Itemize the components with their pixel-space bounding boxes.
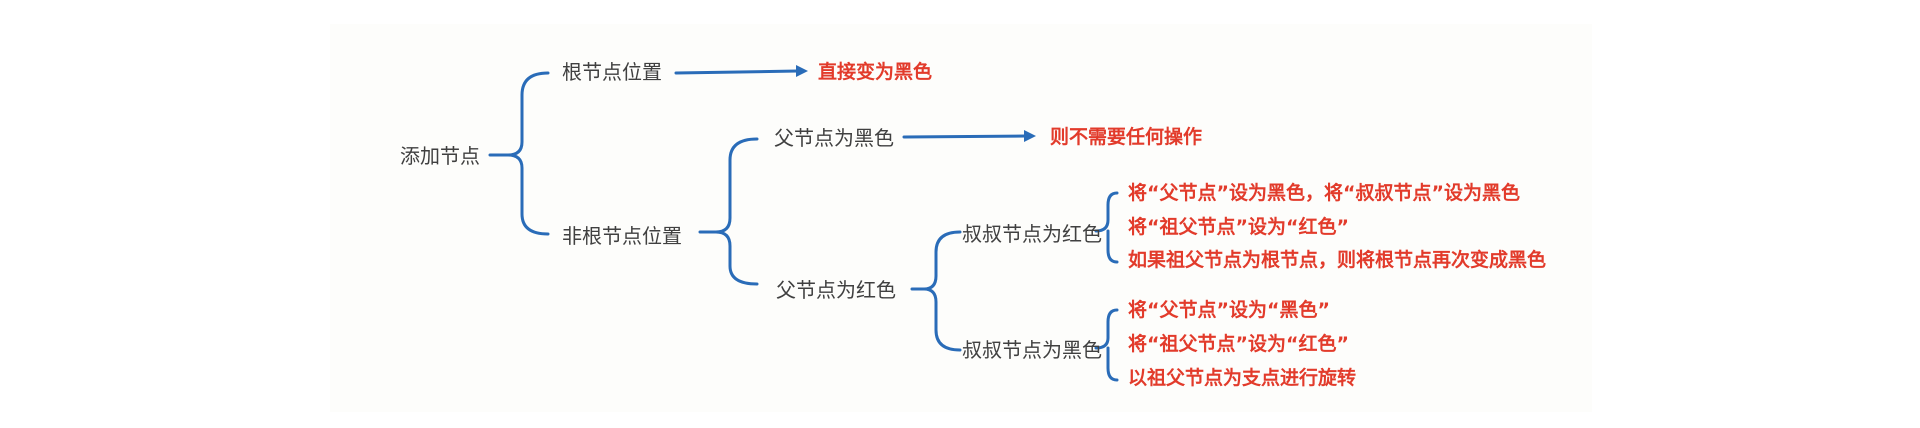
uncle-red-brace [1094, 191, 1119, 264]
parent-red-brace [910, 230, 962, 352]
root-action-arrow-line [674, 69, 800, 75]
action-uncle-red-1: 将“父节点”设为黑色，将“叔叔节点”设为黑色 [1128, 182, 1520, 204]
action-uncle-red-3: 如果祖父节点为根节点，则将根节点再次变成黑色 [1128, 249, 1547, 271]
action-uncle-red-2: 将“祖父节点”设为“红色” [1128, 216, 1349, 238]
node-root: 添加节点 [400, 144, 480, 168]
node-uncle-red: 叔叔节点为红色 [962, 222, 1102, 246]
node-root-position: 根节点位置 [562, 60, 662, 84]
node-non-root-position: 非根节点位置 [562, 224, 682, 248]
diagram-panel [330, 24, 1592, 412]
action-uncle-black-3: 以祖父节点为支点进行旋转 [1128, 367, 1357, 389]
node-uncle-black: 叔叔节点为黑色 [962, 338, 1102, 362]
parent-black-arrow-head [1024, 130, 1036, 142]
action-parent-black: 则不需要任何操作 [1050, 126, 1203, 148]
action-uncle-black-2: 将“祖父节点”设为“红色” [1128, 333, 1349, 355]
action-root: 直接变为黑色 [818, 61, 933, 83]
root-action-arrow-head [796, 65, 808, 77]
parent-black-arrow-line [902, 134, 1028, 139]
node-parent-red: 父节点为红色 [776, 278, 896, 302]
node-parent-black: 父节点为黑色 [774, 126, 894, 150]
action-uncle-black-1: 将“父节点”设为“黑色” [1128, 299, 1330, 321]
uncle-black-brace [1094, 308, 1119, 382]
root-brace [488, 71, 550, 236]
non-root-brace [698, 137, 759, 286]
